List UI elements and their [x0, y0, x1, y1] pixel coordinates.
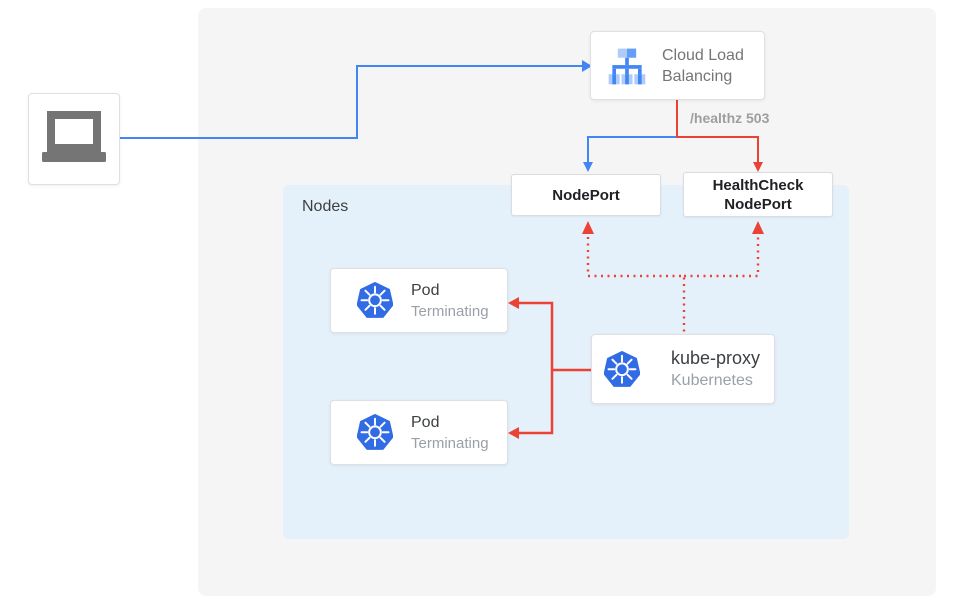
healthcheck-nodeport-label: HealthCheck NodePort — [712, 176, 804, 213]
kubernetes-icon — [604, 350, 640, 387]
pod-node-1: Pod Terminating — [330, 268, 508, 333]
pod-status: Terminating — [411, 302, 489, 320]
kubernetes-icon — [357, 282, 393, 318]
pod-status: Terminating — [411, 434, 489, 452]
kubernetes-icon — [357, 414, 393, 450]
healthz-status-label: /healthz 503 — [690, 110, 770, 126]
healthcheck-nodeport-node: HealthCheck NodePort — [683, 172, 833, 217]
pod-title: Pod — [411, 413, 440, 431]
pod-title: Pod — [411, 281, 440, 299]
kube-proxy-node: kube-proxy Kubernetes — [591, 334, 775, 404]
cloud-load-balancing-label: Cloud Load Balancing — [662, 46, 744, 85]
nodeport-node: NodePort — [511, 174, 661, 216]
cloud-load-balancing-icon — [608, 48, 646, 84]
pod-node-2: Pod Terminating — [330, 400, 508, 465]
cloud-load-balancing-node: Cloud Load Balancing — [590, 31, 765, 100]
laptop-icon — [42, 111, 106, 162]
nodeport-label: NodePort — [552, 186, 620, 204]
kube-proxy-title: kube-proxy — [671, 348, 761, 368]
kube-proxy-subtitle: Kubernetes — [671, 372, 753, 389]
nodes-label: Nodes — [302, 198, 349, 215]
client-node — [28, 93, 120, 185]
